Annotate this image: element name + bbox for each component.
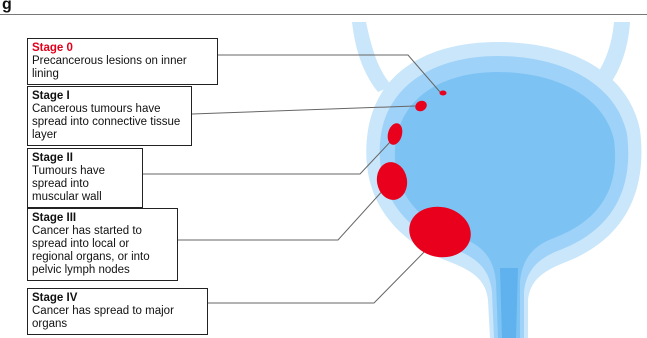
leader-stage-4 xyxy=(208,244,432,303)
stage-3-description: Cancer has started to spread into local … xyxy=(32,225,150,276)
label-stage-4: Stage IV Cancer has spread to major orga… xyxy=(27,288,208,335)
label-stage-0: Stage 0 Precancerous lesions on inner li… xyxy=(27,38,218,85)
label-stage-3: Stage III Cancer has started to spread i… xyxy=(27,208,178,281)
label-stage-2: Stage II Tumours have spread into muscul… xyxy=(27,148,143,208)
tumour-stage-0 xyxy=(440,91,447,96)
stage-0-title: Stage 0 xyxy=(32,42,213,55)
label-stage-1: Stage I Cancerous tumours have spread in… xyxy=(27,86,192,146)
stage-1-title: Stage I xyxy=(32,90,187,103)
stage-0-description: Precancerous lesions on inner lining xyxy=(32,55,187,80)
stage-2-title: Stage II xyxy=(32,152,138,165)
leader-stage-3 xyxy=(178,187,386,240)
stage-2-description: Tumours have spread into muscular wall xyxy=(32,165,105,203)
urethra xyxy=(500,268,518,338)
stage-1-description: Cancerous tumours have spread into conne… xyxy=(32,103,180,141)
stage-4-description: Cancer has spread to major organs xyxy=(32,305,174,330)
left-ureter xyxy=(352,22,392,92)
stage-4-title: Stage IV xyxy=(32,292,203,305)
stage-3-title: Stage III xyxy=(32,212,173,225)
